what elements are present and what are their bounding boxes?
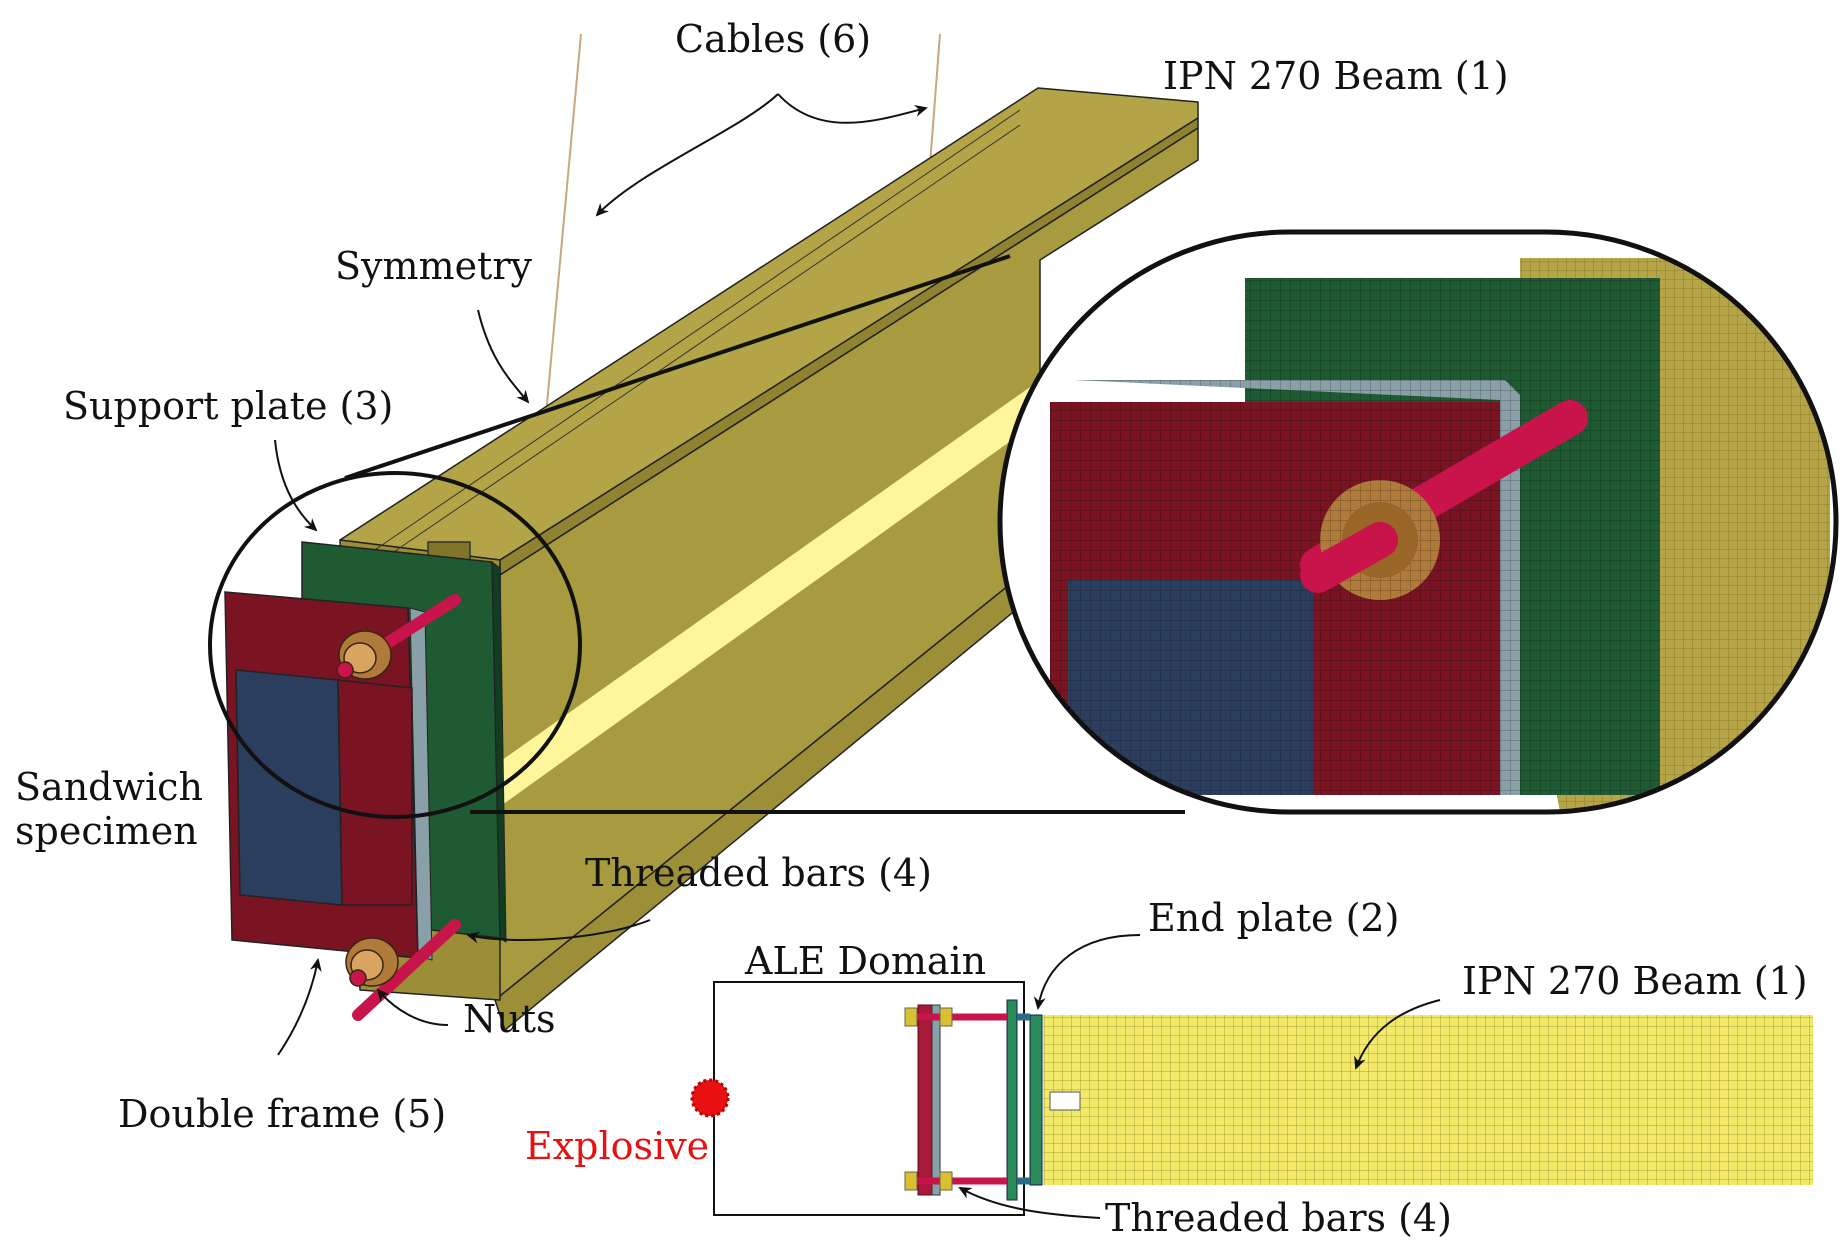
label-double-frame: Double frame (5) [118,1092,447,1136]
label-sandwich-line2: specimen [15,808,198,853]
label-sandwich-specimen: Sandwich specimen [15,765,203,853]
label-threaded-bars-bottom: Threaded bars (4) [1105,1196,1452,1240]
label-symmetry: Symmetry [335,244,532,288]
label-nuts: Nuts [463,997,556,1041]
threaded-bars-2d [910,1013,1030,1185]
label-ale-domain: ALE Domain [745,939,987,983]
label-threaded-bars-top: Threaded bars (4) [585,851,932,895]
nuts-3d [336,630,399,987]
label-ipn-beam-bottom: IPN 270 Beam (1) [1462,959,1808,1003]
nuts-2d [904,1007,953,1191]
leader-arrows [274,93,1441,1219]
end-plate-2d [1029,1014,1043,1186]
zoom-source-ellipse [208,471,582,819]
zoom-detail [1000,232,1836,812]
label-cables: Cables (6) [675,17,872,61]
label-sandwich-line1: Sandwich [15,765,203,809]
support-plate-2d [1006,999,1018,1201]
label-ipn-beam-top: IPN 270 Beam (1) [1163,54,1509,98]
double-frame-2d [917,1004,933,1196]
fe-model-2d [690,981,1813,1216]
explosive-charge [690,1078,730,1118]
label-support-plate: Support plate (3) [63,384,394,428]
label-end-plate: End plate (2) [1148,896,1400,940]
label-explosive: Explosive [525,1124,710,1168]
zoom-frame [997,229,1839,815]
